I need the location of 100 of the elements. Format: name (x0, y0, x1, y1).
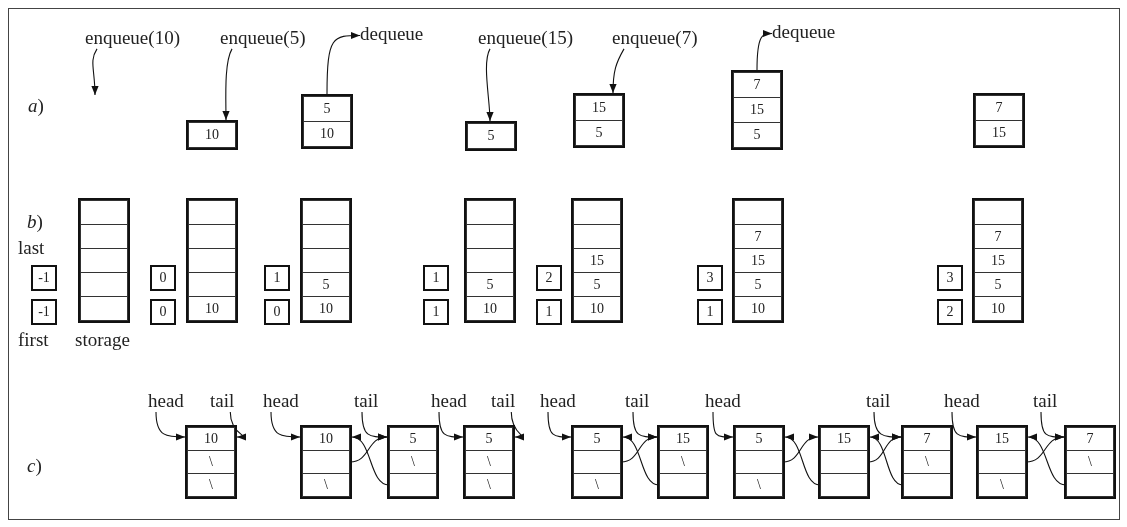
queue-box (301, 94, 353, 149)
queue-slot: 15 (575, 95, 623, 121)
index-box: 0 (150, 265, 176, 291)
array-slot (80, 200, 128, 225)
array-slot (734, 200, 782, 225)
list-field: 5 (735, 427, 783, 451)
array-slot: 5 (573, 272, 621, 297)
list-node-box (733, 425, 785, 499)
list-field: \ (978, 473, 1026, 497)
array-slot: 7 (974, 224, 1022, 249)
queue-slot: 5 (575, 120, 623, 146)
index-box: 1 (697, 299, 723, 325)
array-slot (302, 200, 350, 225)
array-box (300, 198, 352, 323)
arrow (229, 411, 246, 441)
array-slot: 5 (466, 272, 514, 297)
queue-slot: 10 (188, 122, 236, 148)
column-label: storage (75, 330, 130, 351)
list-field (820, 450, 868, 474)
pointer-label: head (431, 391, 467, 412)
arrow (609, 48, 625, 94)
pointer-label: head (263, 391, 299, 412)
queue-slot: 5 (467, 123, 515, 149)
row-label: last (18, 238, 45, 259)
pointer-label: tail (210, 391, 235, 412)
array-slot: 7 (734, 224, 782, 249)
list-field: 10 (187, 427, 235, 451)
arrow (510, 411, 524, 441)
pointer-label: tail (1033, 391, 1058, 412)
array-slot (188, 272, 236, 297)
pointer-label: tail (354, 391, 379, 412)
queue-slot: 7 (975, 95, 1023, 121)
arrow (756, 30, 773, 71)
pointer-label: head (148, 391, 184, 412)
list-field: \ (735, 473, 783, 497)
index-box: 2 (937, 299, 963, 325)
list-node-box (387, 425, 439, 499)
list-node-box (300, 425, 352, 499)
array-box (571, 198, 623, 323)
array-slot: 10 (573, 296, 621, 321)
array-slot (80, 248, 128, 273)
arrow (1025, 434, 1065, 463)
list-node-box (657, 425, 709, 499)
list-field: \ (1066, 450, 1114, 474)
array-slot (302, 224, 350, 249)
list-field (735, 450, 783, 474)
queue-box (973, 93, 1025, 148)
arrow (782, 434, 819, 463)
list-field: \ (302, 473, 350, 497)
array-slot: 15 (734, 248, 782, 273)
list-field (820, 473, 868, 497)
arrow (222, 48, 233, 121)
array-slot: 15 (573, 248, 621, 273)
list-field: \ (903, 450, 951, 474)
array-slot (573, 200, 621, 225)
queue-slot: 5 (303, 96, 351, 122)
array-slot (188, 224, 236, 249)
operation-label: dequeue (772, 22, 836, 43)
arrow (620, 434, 658, 463)
arrow (155, 411, 186, 441)
array-box (78, 198, 130, 323)
arrow (951, 411, 977, 441)
list-field (389, 473, 437, 497)
queue-slot: 15 (975, 120, 1023, 146)
list-field: 10 (302, 427, 350, 451)
index-box: 1 (536, 299, 562, 325)
array-slot (80, 296, 128, 321)
index-box: -1 (31, 299, 57, 325)
index-box: 0 (150, 299, 176, 325)
queue-box (731, 70, 783, 150)
pointer-label: head (944, 391, 980, 412)
list-field (659, 473, 707, 497)
arrow (485, 48, 494, 122)
array-slot (302, 248, 350, 273)
array-slot: 5 (302, 272, 350, 297)
array-box (972, 198, 1024, 323)
list-field: \ (573, 473, 621, 497)
list-field: 7 (1066, 427, 1114, 451)
arrow (869, 435, 904, 486)
list-field (1066, 473, 1114, 497)
pointer-label: tail (625, 391, 650, 412)
list-field: 7 (903, 427, 951, 451)
list-field: \ (187, 473, 235, 497)
list-node-box (185, 425, 237, 499)
queue-slot: 10 (303, 121, 351, 147)
section-label: b) (27, 212, 43, 233)
arrow (547, 411, 572, 441)
array-slot (188, 200, 236, 225)
index-box: 1 (423, 299, 449, 325)
arrow (349, 434, 388, 463)
arrow (712, 411, 734, 441)
array-slot (573, 224, 621, 249)
list-node-box (1064, 425, 1116, 499)
pointer-label: head (705, 391, 741, 412)
array-slot: 5 (974, 272, 1022, 297)
array-slot (188, 248, 236, 273)
list-node-box (901, 425, 953, 499)
list-field: 5 (389, 427, 437, 451)
pointer-label: tail (866, 391, 891, 412)
list-field (573, 450, 621, 474)
